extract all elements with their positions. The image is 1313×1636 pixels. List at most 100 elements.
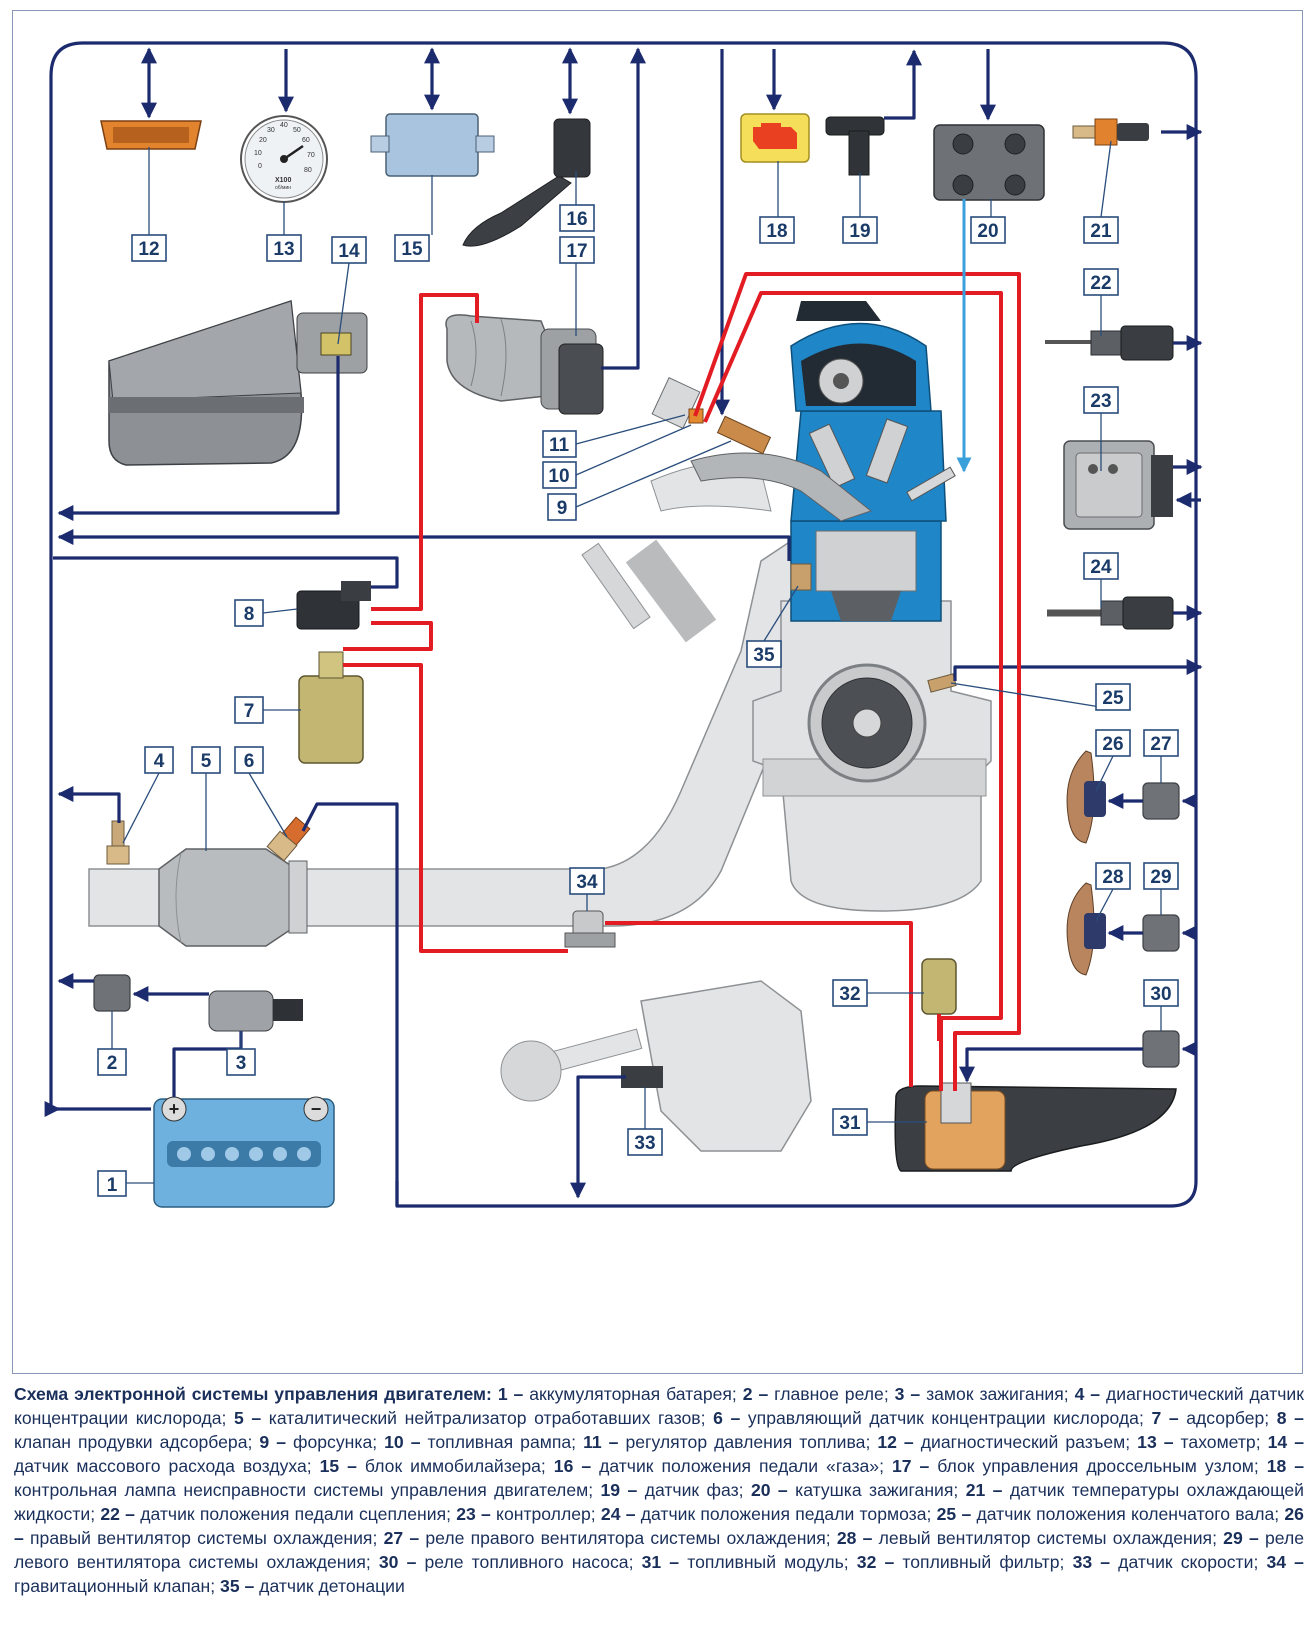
- legend-item: 14 – датчик массового расхода воздуха;: [14, 1432, 1304, 1476]
- label-25: 25: [1095, 683, 1131, 711]
- fuel-filter: [921, 958, 957, 1015]
- legend-text: контроллер;: [490, 1504, 601, 1524]
- brake-pedal-sensor: [1047, 596, 1174, 630]
- purge-valve: [296, 581, 371, 630]
- legend-item: 10 – топливная рампа;: [384, 1432, 583, 1452]
- label-20: 20: [970, 216, 1006, 244]
- svg-text:11: 11: [549, 435, 570, 456]
- engine-block: [651, 301, 992, 912]
- legend-number: 31 –: [641, 1552, 680, 1572]
- catalytic-converter: [158, 848, 308, 947]
- check-engine-lamp: [740, 113, 810, 163]
- legend-text: замок зажигания;: [920, 1384, 1075, 1404]
- legend-number: 4 –: [1074, 1384, 1101, 1404]
- ignition-switch: [208, 990, 303, 1032]
- legend-text: регулятор давления топлива;: [618, 1432, 878, 1452]
- svg-text:3: 3: [236, 1053, 247, 1074]
- svg-text:1: 1: [107, 1175, 118, 1196]
- legend-item: 11 – регулятор давления топлива;: [583, 1432, 877, 1452]
- legend-item: 28 – левый вентилятор системы охлаждения…: [837, 1528, 1223, 1548]
- svg-text:+: +: [169, 1099, 180, 1119]
- label-16: 16: [559, 204, 595, 232]
- legend-item: 6 – управляющий датчик концентрации кисл…: [713, 1408, 1151, 1428]
- legend-number: 22 –: [100, 1504, 135, 1524]
- legend-text: датчик температуры охлаждающей жидкости;: [14, 1480, 1304, 1524]
- legend-number: 13 –: [1137, 1432, 1174, 1452]
- legend-text: датчик фаз;: [637, 1480, 751, 1500]
- legend-number: 27 –: [383, 1528, 420, 1548]
- label-21: 21: [1083, 216, 1119, 244]
- svg-text:2: 2: [107, 1053, 118, 1074]
- svg-text:21: 21: [1090, 221, 1112, 242]
- legend-text: датчик положения педали сцепления;: [134, 1504, 457, 1524]
- legend-number: 5 –: [234, 1408, 262, 1428]
- legend-text: форсунка;: [286, 1432, 385, 1452]
- fuel-tank: [894, 1082, 1177, 1172]
- legend-text: левый вентилятор системы охлаждения;: [872, 1528, 1224, 1548]
- legend-item: 27 – реле правого вентилятора системы ох…: [384, 1528, 837, 1548]
- svg-text:33: 33: [634, 1133, 655, 1154]
- svg-text:14: 14: [338, 241, 360, 262]
- label-14: 14: [331, 236, 367, 264]
- legend-item: 26 – правый вентилятор системы охлаждени…: [14, 1504, 1304, 1548]
- label-6: 6: [234, 746, 264, 774]
- legend-item: 2 – главное реле;: [743, 1384, 895, 1404]
- legend-item: 8 – клапан продувки адсорбера;: [14, 1408, 1304, 1452]
- tacho-scale: X100: [275, 177, 291, 184]
- label-1: 1: [97, 1170, 127, 1197]
- tacho-tick: 60: [302, 137, 310, 144]
- legend-item: 34 – гравитационный клапан;: [14, 1552, 1304, 1596]
- legend-text: датчик положения педали тормоза;: [635, 1504, 937, 1524]
- svg-text:16: 16: [566, 209, 587, 230]
- legend-number: 32 –: [856, 1552, 895, 1572]
- adsorber: [298, 651, 364, 764]
- legend-item: 18 – контрольная лампа неисправности сис…: [14, 1456, 1304, 1500]
- legend-number: 17 –: [891, 1456, 930, 1476]
- gearbox: [500, 980, 812, 1152]
- label-8: 8: [234, 599, 264, 627]
- legend-item: 9 – форсунка;: [259, 1432, 384, 1452]
- legend-number: 29 –: [1223, 1528, 1259, 1548]
- tacho-tick: 50: [293, 127, 301, 134]
- legend-text: датчик детонации: [254, 1576, 405, 1596]
- legend-number: 34 –: [1266, 1552, 1304, 1572]
- svg-text:18: 18: [766, 221, 787, 242]
- legend-number: 6 –: [713, 1408, 741, 1428]
- tachometer-dial-text: 0 10 20 30 40 50 60 70 80 X100 об/мин: [254, 122, 315, 191]
- legend-text: диагностический датчик концентрации кисл…: [14, 1384, 1304, 1428]
- label-35: 35: [746, 640, 782, 668]
- svg-text:30: 30: [1150, 984, 1171, 1005]
- legend-number: 18 –: [1266, 1456, 1305, 1476]
- svg-text:23: 23: [1090, 391, 1111, 412]
- svg-text:35: 35: [753, 645, 775, 666]
- label-23: 23: [1083, 386, 1119, 414]
- svg-text:22: 22: [1090, 273, 1111, 294]
- legend-number: 12 –: [877, 1432, 914, 1452]
- legend-text: клапан продувки адсорбера;: [14, 1432, 260, 1452]
- legend-item: 20 – катушка зажигания;: [751, 1480, 966, 1500]
- legend-number: 30 –: [378, 1552, 417, 1572]
- coolant-temp-sensor: [1072, 118, 1149, 146]
- legend-number: 7 –: [1151, 1408, 1179, 1428]
- legend-text: главное реле;: [768, 1384, 895, 1404]
- legend-number: 25 –: [936, 1504, 972, 1524]
- label-30: 30: [1143, 979, 1179, 1007]
- oxygen-sensor-control: [266, 816, 311, 862]
- legend-number: 11 –: [583, 1432, 619, 1452]
- legend-number: 33 –: [1072, 1552, 1111, 1572]
- legend-text: реле правого вентилятора системы охлажде…: [419, 1528, 837, 1548]
- legend-item: 1 – аккумуляторная батарея;: [498, 1384, 743, 1404]
- legend-item: 17 – блок управления дроссельным узлом;: [892, 1456, 1267, 1476]
- gravity-valve: [564, 910, 616, 948]
- legend-text: блок управления дроссельным узлом;: [929, 1456, 1267, 1476]
- svg-text:25: 25: [1102, 688, 1124, 709]
- label-17: 17: [559, 236, 595, 264]
- label-22: 22: [1083, 268, 1119, 296]
- tacho-tick: 80: [304, 167, 312, 174]
- label-19: 19: [842, 216, 878, 244]
- legend-number: 20 –: [750, 1480, 788, 1500]
- clutch-pedal-sensor: [1045, 325, 1174, 361]
- svg-text:34: 34: [576, 872, 598, 893]
- svg-text:12: 12: [138, 239, 159, 260]
- right-cooling-fan: [1066, 750, 1106, 844]
